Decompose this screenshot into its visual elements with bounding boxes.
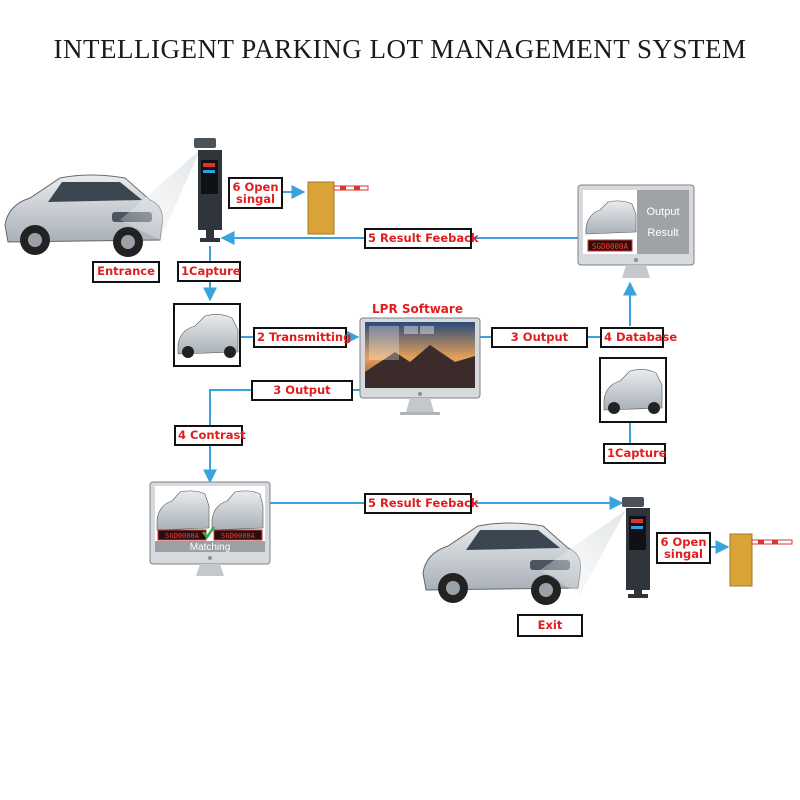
label-transmitting: 2 Transmitting	[253, 327, 351, 348]
label-exit: Exit	[517, 614, 583, 637]
matching-caption: Matching	[190, 542, 231, 553]
matching-monitor: SGD0000A SGD0000A Matching	[149, 481, 271, 576]
page-title: INTELLIGENT PARKING LOT MANAGEMENT SYSTE…	[53, 34, 747, 64]
label-capture-exit: 1Capture	[603, 443, 667, 464]
label-result-feedback-top: 5 Result Feeback	[364, 228, 479, 249]
monitor-output-line1: Output	[646, 206, 679, 218]
camera-beam-exit	[540, 510, 626, 595]
label-contrast: 4 Contrast	[174, 425, 246, 446]
lpr-software-monitor	[359, 317, 481, 415]
output-result-monitor: SGD0000A Output Result	[577, 184, 695, 278]
label-entrance: Entrance	[92, 261, 160, 283]
exit-car-image	[422, 522, 581, 605]
plate-text-right: SGD0000A	[221, 532, 256, 540]
label-database: 4 Database	[600, 327, 677, 348]
plate-text-output: SGD0000A	[592, 242, 629, 251]
entrance-barrier	[307, 181, 369, 235]
plate-text-left: SGD0000A	[165, 532, 200, 540]
label-open-signal-top: 6 Open singal	[228, 177, 283, 209]
exit-camera-pole	[622, 497, 650, 598]
captured-photo-entrance	[173, 303, 241, 367]
label-result-feedback-bottom: 5 Result Feeback	[364, 493, 479, 514]
check-icon	[202, 526, 216, 540]
monitor-output-line2: Result	[647, 227, 678, 239]
camera-beam-entrance	[120, 150, 200, 240]
label-output-left: 3 Output	[251, 380, 353, 401]
label-capture-entrance: 1Capture	[177, 261, 241, 282]
captured-photo-exit	[599, 357, 667, 423]
label-output-right: 3 Output	[491, 327, 588, 348]
entrance-camera-pole	[194, 138, 222, 242]
label-open-signal-bottom: 6 Open singal	[656, 532, 711, 564]
lpr-software-title: LPR Software	[372, 302, 463, 316]
exit-barrier	[729, 533, 793, 587]
entrance-car-image	[4, 174, 163, 257]
